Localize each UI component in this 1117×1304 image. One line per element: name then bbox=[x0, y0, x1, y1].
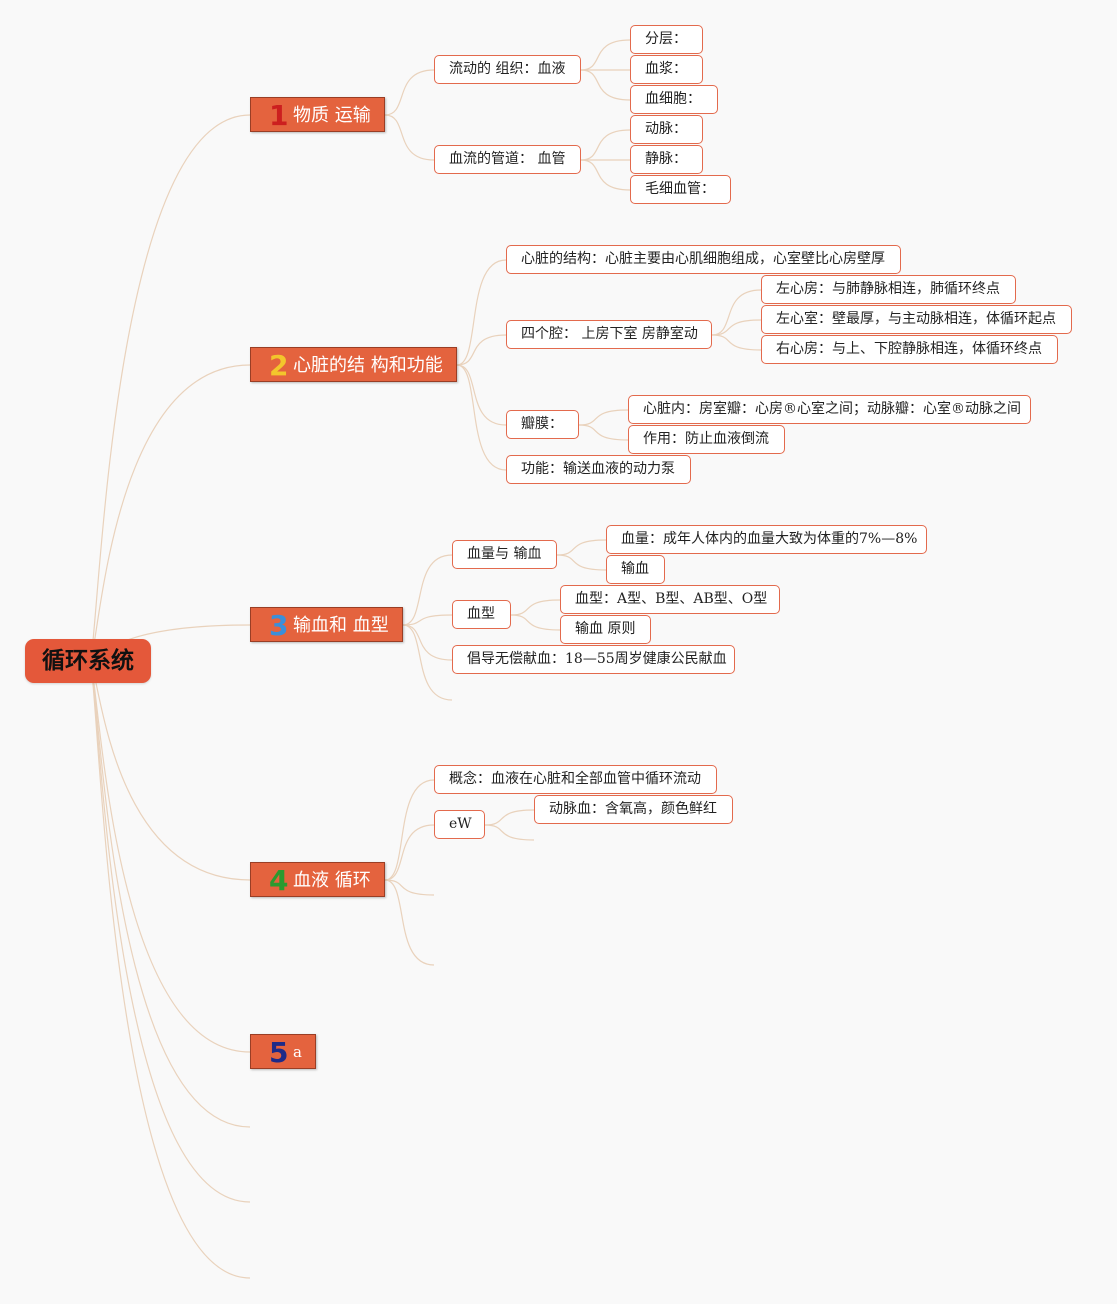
node-plasma[interactable]: 血浆： bbox=[630, 55, 703, 84]
node-vein[interactable]: 静脉： bbox=[630, 145, 703, 174]
node-transfusion-principle[interactable]: 输血 原则 bbox=[560, 615, 651, 644]
node-valves-inside-heart[interactable]: 心脏内：房室瓣：心房®心室之间；动脉瓣：心室®动脉之间 bbox=[628, 395, 1031, 424]
root-link-1 bbox=[89, 114, 251, 662]
b1-link-b bbox=[384, 114, 435, 161]
b3-link-a bbox=[402, 554, 453, 626]
b4-link-b bbox=[384, 824, 435, 881]
b3b-2 bbox=[510, 614, 561, 631]
b4-link-a bbox=[384, 779, 435, 881]
branch-1-number: 1 bbox=[269, 99, 289, 132]
branch-5-number: 5 bbox=[269, 1036, 289, 1069]
root-link-5 bbox=[89, 660, 251, 1053]
branch-1-label: 物质 运输 bbox=[293, 105, 371, 126]
b1b-3 bbox=[580, 159, 631, 191]
node-right-atrium[interactable]: 右心房：与上、下腔静脉相连，体循环终点 bbox=[761, 335, 1058, 364]
node-blood-cells[interactable]: 血细胞： bbox=[630, 85, 718, 114]
node-blood-donation[interactable]: 倡导无偿献血：18—55周岁健康公民献血 bbox=[452, 645, 735, 674]
b2b-1 bbox=[711, 289, 762, 336]
node-blood-type-list[interactable]: 血型：A型、B型、AB型、O型 bbox=[560, 585, 780, 614]
node-artery[interactable]: 动脉： bbox=[630, 115, 703, 144]
b3b-1 bbox=[510, 599, 561, 616]
b2b-3 bbox=[711, 334, 762, 351]
node-left-ventricle[interactable]: 左心室：壁最厚，与主动脉相连，体循环起点 bbox=[761, 305, 1072, 334]
branch-4-label: 血液 循环 bbox=[293, 870, 371, 891]
b3a-1 bbox=[556, 539, 607, 556]
node-blood-volume[interactable]: 血量：成年人体内的血量大致为体重的7%—8% bbox=[606, 525, 927, 554]
branch-3-label: 输血和 血型 bbox=[293, 615, 389, 636]
node-layers[interactable]: 分层： bbox=[630, 25, 703, 54]
b1a-1 bbox=[580, 39, 631, 71]
node-arterial-blood[interactable]: 动脉血：含氧高，颜色鲜红 bbox=[534, 795, 733, 824]
b4b-2 bbox=[484, 824, 535, 841]
node-four-chambers[interactable]: 四个腔： 上房下室 房静室动 bbox=[506, 320, 712, 349]
node-flowing-tissue[interactable]: 流动的 组织：血液 bbox=[434, 55, 581, 84]
b2-link-c bbox=[456, 364, 507, 426]
node-transfusion[interactable]: 输血 bbox=[606, 555, 665, 584]
b1b-1 bbox=[580, 129, 631, 161]
b1-link-a bbox=[384, 69, 435, 116]
node-valves-function[interactable]: 作用：防止血液倒流 bbox=[628, 425, 785, 454]
root-link-8 bbox=[89, 660, 251, 1279]
b2c-1 bbox=[578, 409, 629, 426]
branch-2-label: 心脏的结 构和功能 bbox=[293, 355, 443, 376]
node-blood-type[interactable]: 血型 bbox=[452, 600, 511, 629]
b4b-1 bbox=[484, 809, 535, 826]
b4-link-c bbox=[384, 879, 435, 896]
node-heart-structure[interactable]: 心脏的结构：心脏主要由心肌细胞组成，心室壁比心房壁厚 bbox=[506, 245, 901, 274]
node-heart-function[interactable]: 功能：输送血液的动力泵 bbox=[506, 455, 691, 484]
b4-link-d bbox=[384, 879, 435, 966]
b3-link-c bbox=[402, 624, 453, 661]
root-link-4 bbox=[89, 660, 251, 881]
b2-link-d bbox=[456, 364, 507, 471]
branch-2-number: 2 bbox=[269, 349, 289, 382]
root-link-7 bbox=[89, 660, 251, 1203]
b1a-3 bbox=[580, 69, 631, 101]
node-blood-volume-transfusion[interactable]: 血量与 输血 bbox=[452, 540, 557, 569]
node-valves[interactable]: 瓣膜： bbox=[506, 410, 579, 439]
node-capillary[interactable]: 毛细血管： bbox=[630, 175, 731, 204]
node-circulation-concept[interactable]: 概念：血液在心脏和全部血管中循环流动 bbox=[434, 765, 717, 794]
node-ew[interactable]: eW bbox=[434, 810, 485, 839]
b3-link-b bbox=[402, 614, 453, 626]
root-node[interactable]: 循环系统 bbox=[25, 639, 151, 683]
b3a-2 bbox=[556, 554, 607, 571]
b2-link-a bbox=[456, 259, 507, 366]
b2b-2 bbox=[711, 319, 762, 336]
b3-link-d bbox=[402, 624, 453, 701]
branch-4-number: 4 bbox=[269, 864, 289, 897]
root-link-2 bbox=[89, 364, 251, 662]
b2c-2 bbox=[578, 424, 629, 441]
branch-5-label: a bbox=[293, 1043, 302, 1061]
b2-link-b bbox=[456, 334, 507, 366]
node-blood-vessels[interactable]: 血流的管道： 血管 bbox=[434, 145, 581, 174]
node-left-atrium[interactable]: 左心房：与肺静脉相连，肺循环终点 bbox=[761, 275, 1016, 304]
branch-3-number: 3 bbox=[269, 609, 289, 642]
